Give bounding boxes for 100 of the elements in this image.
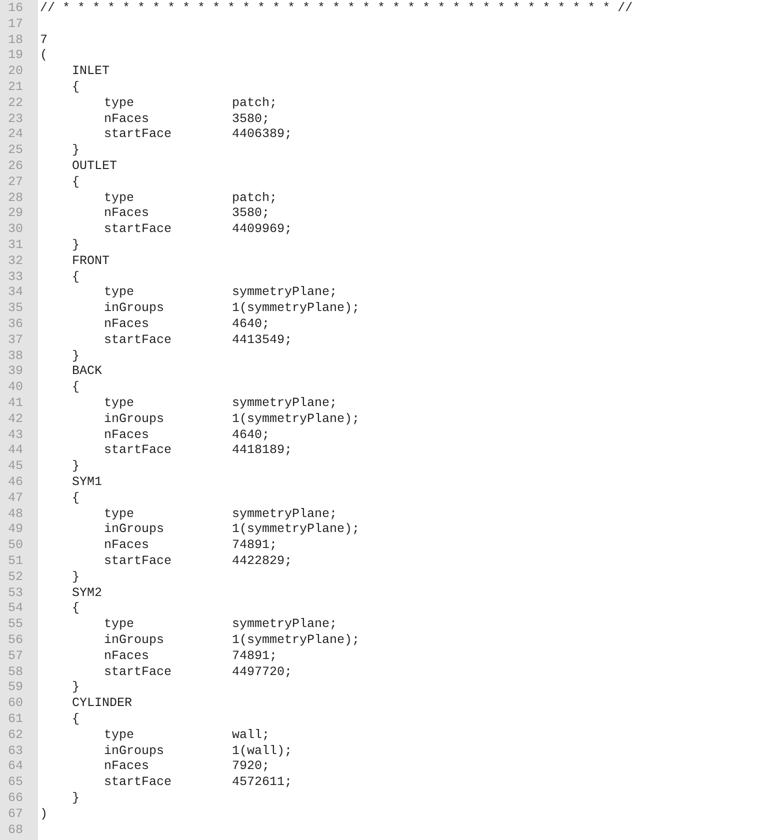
line-number: 48: [8, 506, 24, 522]
code-text: 4640;: [232, 426, 270, 443]
code-text: nFaces: [104, 537, 150, 554]
line-number: 31: [8, 237, 24, 253]
code-text: }: [72, 790, 80, 806]
code-text: nFaces: [104, 316, 150, 332]
line-number: 61: [8, 711, 24, 727]
code-text: type: [104, 395, 134, 411]
code-text: 4422829;: [232, 553, 292, 569]
code-text: symmetryPlane;: [232, 284, 338, 300]
code-text: }: [72, 679, 80, 696]
code-text: 3580;: [232, 110, 270, 127]
code-text: {: [72, 79, 80, 95]
code-text: 3580;: [232, 205, 270, 222]
code-text: nFaces: [104, 426, 150, 443]
line-number: 26: [8, 158, 24, 174]
line-number: 64: [8, 758, 24, 774]
code-text: type: [104, 726, 134, 743]
code-text: 74891;: [232, 648, 278, 664]
code-text: startFace: [104, 221, 172, 238]
code-text: 4418189;: [232, 442, 292, 458]
code-text: {: [72, 600, 80, 616]
code-text: startFace: [104, 553, 172, 569]
code-text: 4406389;: [232, 126, 292, 142]
code-text: }: [72, 142, 80, 158]
code-text: nFaces: [104, 758, 150, 774]
code-text: inGroups: [104, 632, 164, 648]
line-number: 37: [8, 332, 24, 348]
line-number: 27: [8, 174, 24, 190]
code-text: 1(wall);: [232, 742, 292, 759]
line-number: 45: [8, 458, 24, 474]
line-number: 39: [8, 363, 24, 380]
code-text: startFace: [104, 332, 172, 348]
line-number: 47: [8, 490, 24, 506]
code-text: 4497720;: [232, 664, 292, 680]
line-number: 67: [8, 806, 24, 822]
code-text: ): [40, 806, 48, 822]
code-text: 1(symmetryPlane);: [232, 632, 360, 648]
code-text: nFaces: [104, 648, 150, 664]
code-text: 74891;: [232, 537, 278, 554]
code-text: nFaces: [104, 205, 150, 222]
line-number: 22: [8, 94, 24, 111]
line-number: 46: [8, 474, 24, 490]
code-text: inGroups: [104, 410, 164, 427]
line-number: 17: [8, 16, 24, 32]
code-text: 1(symmetryPlane);: [232, 521, 360, 538]
code-text: }: [72, 568, 80, 585]
code-text: BACK: [72, 363, 102, 380]
line-number: 21: [8, 79, 24, 95]
line-number: 66: [8, 790, 24, 806]
line-number: 35: [8, 300, 24, 316]
line-number: 24: [8, 126, 24, 142]
line-number: 44: [8, 442, 24, 458]
code-text: patch;: [232, 94, 278, 111]
line-number: 30: [8, 221, 24, 238]
code-text: wall;: [232, 726, 270, 743]
line-number: 58: [8, 664, 24, 680]
line-number: 40: [8, 379, 24, 396]
code-text: 7920;: [232, 758, 270, 774]
code-text: startFace: [104, 442, 172, 458]
line-number: 42: [8, 410, 24, 427]
code-text: 4640;: [232, 316, 270, 332]
code-text: {: [72, 379, 80, 396]
code-text: // * * * * * * * * * * * * * * * * * * * * * * * * * * * * * * * * * * * * * //: [40, 0, 633, 16]
line-number: 18: [8, 32, 24, 48]
code-text: type: [104, 506, 134, 522]
code-text: inGroups: [104, 521, 164, 538]
code-text: inGroups: [104, 742, 164, 759]
code-text: nFaces: [104, 110, 150, 127]
line-number: 49: [8, 521, 24, 538]
line-number: 63: [8, 742, 24, 759]
code-text: CYLINDER: [72, 695, 132, 712]
line-number: 62: [8, 726, 24, 743]
code-text: {: [72, 711, 80, 727]
code-text: 1(symmetryPlane);: [232, 300, 360, 316]
code-text: 4409969;: [232, 221, 292, 238]
code-text: type: [104, 190, 134, 206]
line-number: 36: [8, 316, 24, 332]
code-text: }: [72, 458, 80, 474]
code-text: symmetryPlane;: [232, 506, 338, 522]
line-number: 33: [8, 268, 24, 285]
line-number: 34: [8, 284, 24, 300]
line-number: 20: [8, 63, 24, 80]
code-text: type: [104, 284, 134, 300]
code-text: }: [72, 348, 80, 364]
line-number: 25: [8, 142, 24, 158]
line-number: 54: [8, 600, 24, 616]
code-text: symmetryPlane;: [232, 616, 338, 632]
line-number: 43: [8, 426, 24, 443]
code-text: inGroups: [104, 300, 164, 316]
code-text: 4413549;: [232, 332, 292, 348]
line-number: 28: [8, 190, 24, 206]
line-number: 50: [8, 537, 24, 554]
code-text: 1(symmetryPlane);: [232, 410, 360, 427]
line-number: 41: [8, 395, 24, 411]
line-number: 57: [8, 648, 24, 664]
line-number: 65: [8, 774, 24, 790]
code-text: {: [72, 268, 80, 285]
code-text: (: [40, 47, 48, 64]
line-number: 23: [8, 110, 24, 127]
